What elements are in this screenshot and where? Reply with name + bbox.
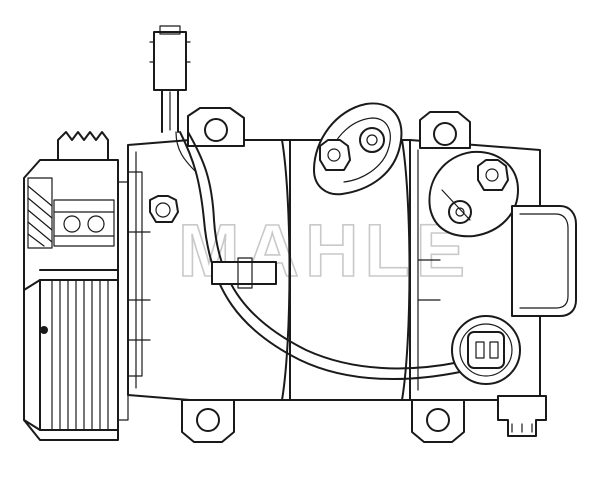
wire-harness xyxy=(175,131,461,380)
mount-ear-bottom-left xyxy=(181,399,235,443)
mount-ear-bottom-right xyxy=(411,399,465,443)
sensor-plug xyxy=(451,315,521,385)
wire-clip xyxy=(211,257,277,289)
electrical-connector xyxy=(149,25,191,133)
body-bolt-left xyxy=(149,195,179,223)
service-fitting-center xyxy=(313,102,403,196)
body-rib-lines xyxy=(127,231,151,341)
service-fitting-right xyxy=(428,150,519,238)
mount-ear-top-left xyxy=(187,107,245,147)
pulley-assembly xyxy=(23,131,129,441)
rear-rib-lines xyxy=(417,259,441,301)
bottom-bracket xyxy=(497,395,547,437)
mount-ear-top-right xyxy=(419,111,471,149)
rear-cover xyxy=(511,205,577,317)
